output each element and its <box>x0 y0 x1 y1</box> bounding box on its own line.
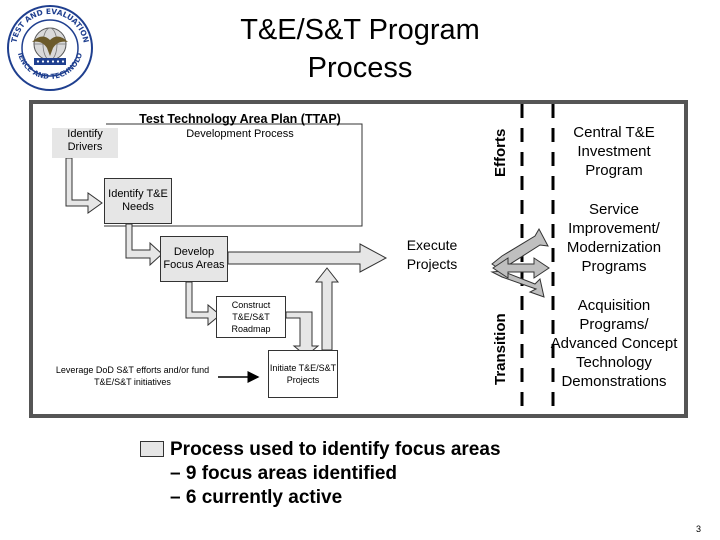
arrow-horizontal-double <box>492 257 550 279</box>
develop-focus-label: Develop Focus Areas <box>163 246 225 271</box>
construct-roadmap-box: Construct T&E/S&T Roadmap <box>216 296 286 338</box>
identify-needs-box: Identify T&E Needs <box>104 178 172 224</box>
bullet-main: Process used to identify focus areas <box>170 439 501 460</box>
service-improvement-programs: Service Improvement/ Modernization Progr… <box>566 201 662 275</box>
efforts-label: Efforts <box>492 128 509 178</box>
construct-roadmap-label: Construct T&E/S&T Roadmap <box>231 300 271 334</box>
page-number: 3 <box>696 524 702 534</box>
identify-drivers-label: Identify Drivers <box>67 128 103 153</box>
bullet-sub-2: – 6 currently active <box>170 487 343 508</box>
execute-projects-label: Execute Projects <box>406 237 458 272</box>
develop-focus-box: Develop Focus Areas <box>160 236 228 282</box>
identify-needs-label: Identify T&E Needs <box>108 188 168 213</box>
identify-drivers-box: Identify Drivers <box>52 128 118 158</box>
arrow-roadmap-to-projects <box>285 311 320 357</box>
page-title: T&E/S&T Program <box>240 14 480 46</box>
central-te-investment-program: Central T&E Investment Program <box>573 124 655 179</box>
program-seal-icon: TEST AND EVALUATION SCIENCE AND TECHNOLO… <box>6 4 93 91</box>
arrow-focus-to-execute <box>227 243 388 273</box>
arrow-to-acquisition <box>490 270 545 298</box>
legend-swatch <box>140 441 164 457</box>
arrow-focus-to-roadmap <box>185 281 221 327</box>
arrow-drivers-to-needs <box>65 157 103 214</box>
ttap-subtitle: Development Process <box>186 128 294 140</box>
arrow-needs-to-focus <box>125 223 163 267</box>
ttap-stair-outline <box>104 123 363 227</box>
arrow-projects-to-execute <box>314 267 340 351</box>
bullet-sub-1: – 9 focus areas identified <box>170 463 398 484</box>
leverage-text: Leverage DoD S&T efforts and/or fund T&E… <box>55 365 210 387</box>
ttap-title: Test Technology Area Plan (TTAP) <box>139 112 341 126</box>
initiate-projects-box: Initiate T&E/S&T Projects <box>268 350 338 398</box>
transition-label: Transition <box>492 313 509 385</box>
page-subtitle: Process <box>307 52 413 84</box>
initiate-projects-label: Initiate T&E/S&T Projects <box>269 363 337 385</box>
acquisition-programs: Acquisition Programs/ Advanced Concept T… <box>550 297 678 390</box>
